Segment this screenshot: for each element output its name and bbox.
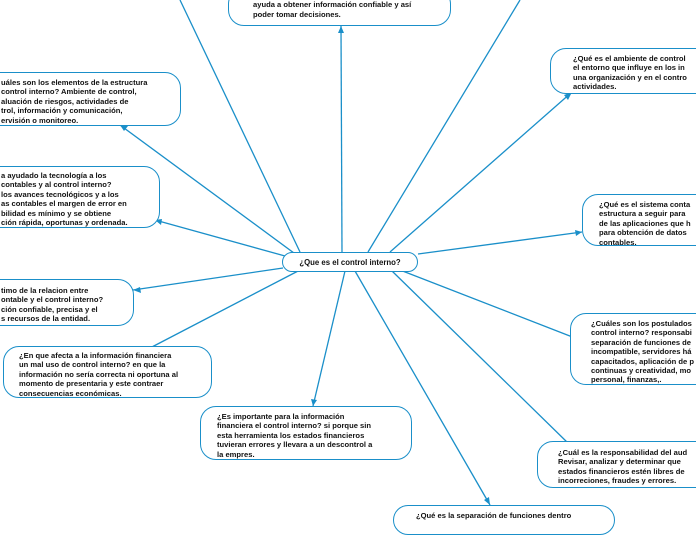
connector-line [389, 91, 573, 253]
topic-node-top[interactable]: conocimiento del control interno? Porque… [228, 0, 451, 26]
connector-line [132, 267, 284, 291]
topic-node-ambiente[interactable]: ¿Qué es el ambiente de control el entorn… [550, 48, 696, 94]
topic-node-importante[interactable]: ¿Es importante para la información finan… [200, 406, 412, 460]
connector-line [391, 270, 571, 446]
connector-line [119, 124, 299, 257]
connector-line [354, 270, 491, 506]
topic-node-separacion[interactable]: ¿Qué es la separación de funciones dentr… [393, 505, 615, 535]
topic-node-relacion[interactable]: timo de la relacion entre ontable y el c… [0, 279, 134, 326]
arrowhead-icon [311, 399, 317, 406]
topic-node-responsabilidad[interactable]: ¿Cuál es la responsabilidad del aud Revi… [537, 441, 696, 488]
connector-lines [119, 0, 583, 506]
connector-line [340, 25, 343, 253]
connector-line [312, 270, 346, 407]
connector-line [149, 269, 301, 349]
connector-line [399, 269, 576, 339]
arrowhead-icon [564, 92, 572, 100]
arrowhead-icon [120, 125, 128, 131]
connector-line [367, 0, 521, 253]
connector-line [179, 0, 301, 253]
connector-line [154, 219, 286, 257]
arrowhead-icon [338, 26, 344, 33]
topic-node-tecnologia[interactable]: a ayudado la tecnología a los contables … [0, 166, 160, 228]
topic-node-sistema[interactable]: ¿Qué es el sistema conta estructura a se… [582, 194, 696, 246]
topic-node-elementos[interactable]: uáles son los elementos de la estructura… [0, 72, 181, 126]
arrowhead-icon [575, 230, 582, 236]
central-topic[interactable]: ¿Que es el control interno? [282, 252, 418, 272]
arrowhead-icon [133, 287, 141, 293]
topic-node-postulados[interactable]: ¿Cuáles son los postulados control inter… [570, 313, 696, 385]
connector-line [417, 231, 583, 255]
topic-node-afecta[interactable]: ¿En que afecta a la información financie… [3, 346, 212, 398]
arrowhead-icon [484, 497, 490, 505]
